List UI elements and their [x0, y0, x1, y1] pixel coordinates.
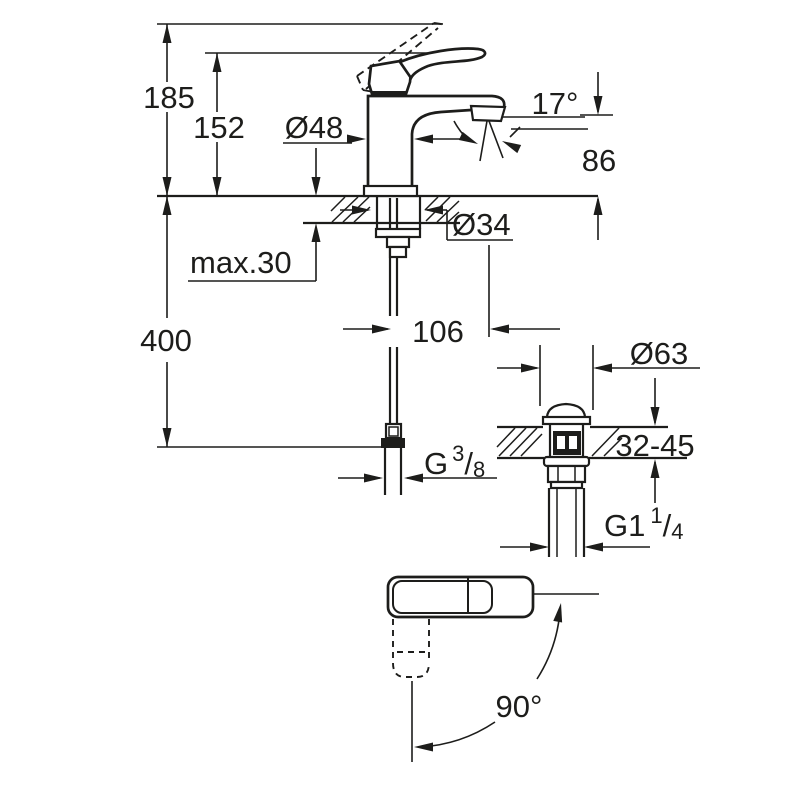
leader-stream-angle	[503, 116, 588, 130]
spout-underside	[410, 108, 472, 186]
shank-flange	[374, 227, 422, 239]
waste-cap-rim	[541, 415, 592, 426]
waste-lock-flange	[542, 455, 591, 468]
label-lever-height: 152	[193, 110, 245, 145]
label-hole-diameter: Ø34	[452, 207, 511, 242]
label-stream-angle: 17°	[532, 86, 579, 121]
waste-tailpipe	[547, 488, 586, 557]
dimension-labels: 185 152 400 max.30 Ø48 Ø34 106 86 17° Ø6…	[140, 80, 695, 724]
raised-lever-dashed	[356, 22, 443, 95]
body-and-spout-outline	[366, 94, 506, 186]
label-mounting-range: 32-45	[615, 428, 694, 463]
waste-body	[548, 424, 585, 457]
waste-deck-hatching	[496, 427, 623, 457]
label-body-diameter: Ø48	[285, 110, 344, 145]
dim-line-waste-diameter	[497, 345, 700, 410]
waste-nut	[546, 464, 587, 484]
label-swivel-angle: 90°	[496, 689, 543, 724]
waste-deck-lines	[497, 425, 687, 460]
swivel-arc	[419, 610, 561, 748]
label-hose-length: 400	[140, 323, 192, 358]
label-waste-diameter: Ø63	[630, 336, 689, 371]
shank-step-2	[388, 245, 408, 259]
dimension-arrowheads	[162, 24, 660, 752]
handle-rotated-dashed	[392, 619, 430, 678]
deck-hatching	[330, 196, 460, 223]
waste-nut-facets	[557, 466, 576, 482]
label-max-mounting: max.30	[190, 245, 292, 280]
label-spout-height: 86	[582, 143, 616, 178]
handle-inner-line	[392, 580, 493, 614]
aerator	[469, 104, 507, 123]
pop-up-waste-valve	[496, 402, 687, 557]
faucet-side-view	[356, 22, 507, 198]
waste-tailpipe-inner	[556, 488, 577, 557]
waste-cap-dome	[545, 402, 587, 418]
hose-connector-nut	[381, 438, 405, 448]
lever-handle-blade	[397, 47, 487, 81]
handle-outline	[386, 575, 535, 619]
base-plate	[362, 184, 419, 198]
shank-step-1	[385, 235, 411, 249]
handle-top-view	[386, 575, 535, 678]
mounting-shank-and-hose	[374, 196, 422, 495]
threaded-shank	[375, 196, 422, 229]
waste-ring	[549, 480, 584, 490]
stream-angle-lines	[479, 120, 504, 162]
waste-slot-window-left	[557, 436, 565, 449]
waste-slot-window-right	[569, 436, 577, 449]
hose-connector-detail	[388, 426, 399, 437]
label-spout-reach: 106	[412, 314, 464, 349]
hose-thread-end	[383, 448, 403, 495]
label-total-height: 185	[143, 80, 195, 115]
